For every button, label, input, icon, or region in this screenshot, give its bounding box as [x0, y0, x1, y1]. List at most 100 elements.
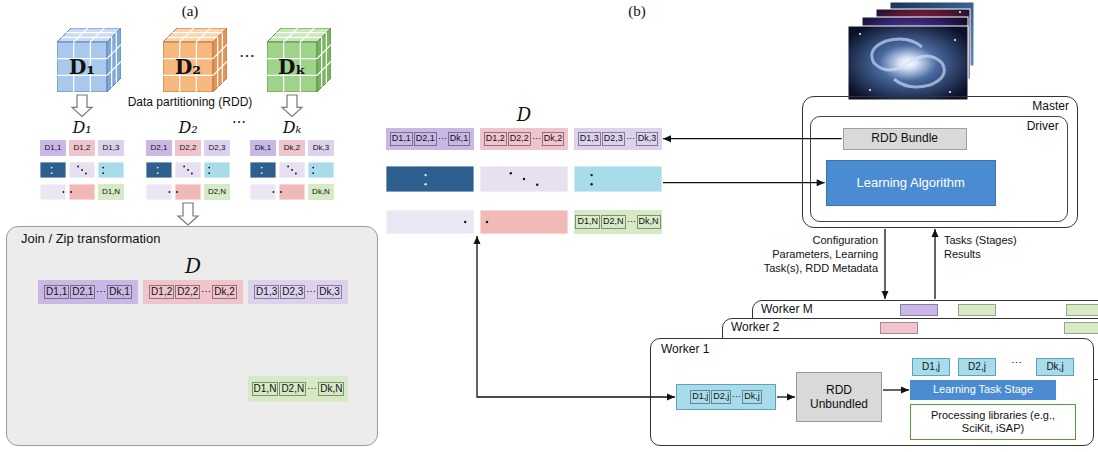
arrowhead	[817, 179, 825, 186]
partition-cell: D1,2D2,2⋯Dk,2	[480, 128, 568, 150]
partition-label: D2,1	[151, 143, 168, 153]
dataset-name: Dₖ	[267, 42, 317, 92]
partition-label: Dk,1	[107, 285, 132, 300]
cube-line	[222, 33, 223, 83]
partition-cell	[204, 162, 230, 178]
partition-label: D1,N	[252, 382, 279, 397]
partition-cell	[69, 184, 95, 200]
partition-set-name: D	[38, 255, 348, 280]
arrow-connector	[932, 229, 939, 299]
partition-cell: D1,1D2,1⋯Dk,1	[386, 128, 474, 150]
data-cube: D₁	[57, 28, 121, 92]
connector-line	[663, 182, 825, 183]
partition-label: D1,3	[578, 132, 601, 145]
partition-label: Dk,N	[318, 382, 344, 397]
block-arrow	[282, 95, 302, 116]
connector-line	[884, 229, 885, 299]
ellipsis-dot	[169, 191, 171, 193]
edge-label: Tasks (Stages) Results	[944, 234, 1054, 262]
partition-label: D1,1	[44, 285, 69, 300]
cube-line	[213, 61, 227, 75]
edge-label: Configuration Parameters, Learning Task(…	[754, 234, 878, 275]
partition-cell	[574, 166, 662, 192]
cube-line	[321, 37, 322, 87]
partition-label: Dk,N	[312, 187, 330, 197]
partition-label: Dk,3	[313, 143, 329, 153]
partition-cell: D1,3	[98, 140, 124, 156]
block-arrow-shape	[178, 203, 198, 225]
partition-cell: D2,N	[204, 184, 230, 200]
ellipsis: ⋯	[626, 134, 635, 145]
partition-label: Dk,1	[255, 143, 271, 153]
ellipsis-dot	[536, 184, 538, 186]
partition-grid: DₖDk,1Dk,2Dk,3Dk,N	[250, 140, 334, 200]
partition-cell: D1,2D2,2⋯Dk,2	[143, 280, 243, 304]
arrowhead	[901, 387, 909, 394]
block-arrow	[72, 95, 92, 116]
partition-label: D2,3	[209, 143, 226, 153]
star	[859, 33, 861, 35]
ellipsis-dot	[63, 191, 65, 193]
arrow-connector	[777, 394, 795, 401]
partition-label: Dk,3	[636, 132, 659, 145]
ellipsis: ⋯	[201, 286, 211, 298]
box-title: Worker 2	[731, 320, 779, 334]
ellipsis-dot	[590, 183, 592, 185]
partition-set-name: D	[386, 105, 662, 128]
box-title: Worker 1	[661, 342, 709, 356]
library-box: Processing libraries (e.g., SciKit, iSAP…	[910, 404, 1076, 440]
partition-set-name: D₁	[40, 119, 124, 140]
cube-line	[62, 37, 112, 38]
ellipsis-dot	[81, 169, 83, 171]
partition-label: Dk,1	[448, 132, 471, 145]
ellipsis-dot	[85, 173, 87, 175]
hidden-partition	[1064, 322, 1098, 334]
ellipsis-dot	[208, 172, 210, 174]
partition-label: Dk,2	[284, 143, 300, 153]
cube-face	[163, 42, 213, 92]
galaxy-images	[848, 2, 974, 100]
ellipsis: ⋯	[229, 46, 265, 66]
master-node: MasterDriverRDD BundleLearning Algorithm	[802, 96, 1078, 228]
ellipsis-dot	[424, 183, 426, 185]
ellipsis-dot	[51, 172, 53, 174]
partition-cell	[40, 184, 66, 200]
worker-node: Worker 1D1,jD2,j⋯Dk,jRDD UnbundledD1,jD2…	[650, 338, 1094, 446]
partition-label: D2,N	[601, 215, 626, 228]
cube-line	[196, 28, 210, 42]
partition-cell	[386, 166, 474, 192]
connector-line	[477, 236, 675, 397]
ellipsis: ⋯	[996, 357, 1036, 371]
partition-bundle: D1,jD2,j⋯Dk,j	[676, 384, 776, 410]
arrow-connector	[883, 387, 909, 394]
partition-cell: D1,N	[98, 184, 124, 200]
cube-line	[317, 45, 331, 59]
ellipsis-dot	[291, 169, 293, 171]
ellipsis-dot	[312, 167, 314, 169]
ellipsis-dot	[486, 221, 488, 223]
partition-label: D2,3	[280, 285, 305, 300]
partition-cell: Dk,3	[308, 140, 334, 156]
partition-label: D1,j	[922, 361, 940, 373]
partition-grid: D₂D2,1D2,2D2,3D2,N	[146, 140, 230, 200]
partition-cell	[480, 166, 568, 192]
partition-cell	[40, 162, 66, 178]
partition-cell: D1,ND2,N⋯Dk,N	[248, 376, 348, 402]
ellipsis-dot	[183, 166, 185, 168]
partition-label: D2,3	[602, 132, 625, 145]
partition-label: D2,j	[711, 390, 731, 403]
star	[959, 11, 961, 13]
partition-cell	[69, 162, 95, 178]
partition-label: D1,2	[484, 132, 507, 145]
arrowhead	[474, 236, 481, 244]
arrowhead	[932, 229, 939, 237]
cube-line	[168, 37, 218, 38]
rdd-bundle-box: RDD Bundle	[843, 128, 967, 150]
ellipsis-dot	[523, 178, 525, 180]
galaxy-image	[848, 26, 968, 100]
partition-grid: D₁D1,1D1,2D1,3D1,N	[40, 140, 124, 200]
ellipsis: ⋯	[96, 286, 106, 298]
cube-line	[217, 37, 218, 87]
partition-label: D1,j	[690, 390, 710, 403]
ellipsis-dot	[187, 169, 189, 171]
